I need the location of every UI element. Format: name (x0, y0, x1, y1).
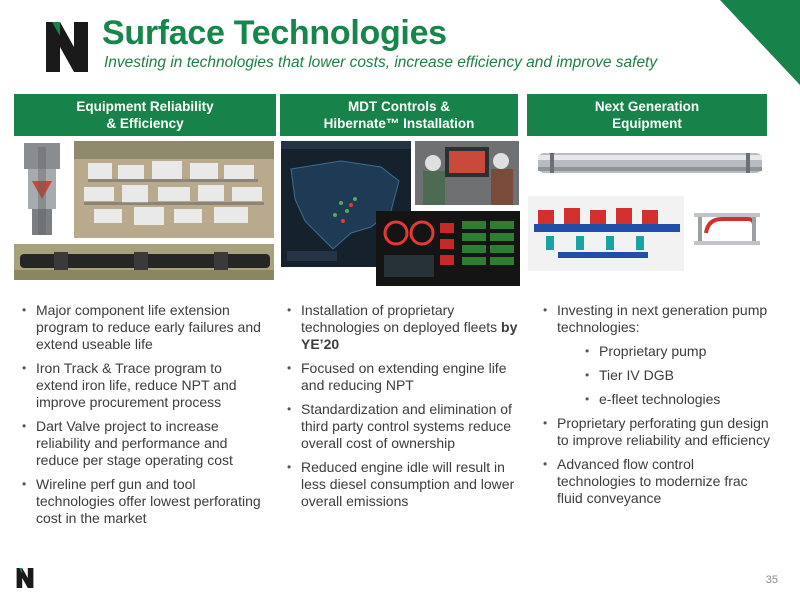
list-item-emphasis: by YE’20 (301, 319, 518, 352)
column-header-label: Next Generation Equipment (594, 99, 700, 131)
crew-monitoring-image (415, 141, 519, 205)
list-item: Major component life extension program t… (22, 302, 262, 353)
list-item: Reduced engine idle will result in less … (287, 459, 519, 510)
sub-list-item: Tier IV DGB (585, 367, 773, 384)
pump-plunger-image (530, 145, 770, 190)
frac-fleet-aerial-image (74, 141, 274, 238)
page-number: 35 (765, 574, 778, 586)
perf-gun-tool-image (14, 244, 274, 280)
sub-list-item: Proprietary pump (585, 343, 773, 360)
list-item-text: Installation of proprietary technologies… (301, 302, 498, 335)
list-item: Proprietary perforating gun design to im… (543, 415, 773, 449)
column-header-label: Equipment Reliability & Efficiency (76, 99, 214, 131)
company-logo (46, 22, 88, 72)
column-header-mdt-controls: MDT Controls & Hibernate™ Installation (280, 94, 518, 136)
reliability-bullet-list: Major component life extension program t… (22, 302, 262, 534)
next-gen-bullet-list: Investing in next generation pump techno… (543, 302, 773, 514)
list-item: Installation of proprietary technologies… (287, 302, 519, 353)
list-item: Iron Track & Trace program to extend iro… (22, 360, 262, 411)
list-item: Investing in next generation pump techno… (543, 302, 773, 336)
column-header-reliability: Equipment Reliability & Efficiency (14, 94, 276, 136)
list-item: Wireline perf gun and tool technologies … (22, 476, 262, 527)
column-header-next-gen: Next Generation Equipment (527, 94, 767, 136)
list-item: Standardization and elimination of third… (287, 401, 519, 452)
footer-logo (16, 568, 34, 588)
slide-subtitle: Investing in technologies that lower cos… (104, 54, 658, 71)
control-panel-image (376, 211, 520, 286)
sub-list-item: e-fleet technologies (585, 391, 773, 408)
column-header-label: MDT Controls & Hibernate™ Installation (323, 99, 475, 131)
slide-title: Surface Technologies (102, 14, 447, 52)
list-item: Advanced flow control technologies to mo… (543, 456, 773, 507)
mdt-controls-bullet-list: Installation of proprietary technologies… (287, 302, 519, 517)
list-item: Focused on extending engine life and red… (287, 360, 519, 394)
flow-manifold-render-image (528, 196, 684, 271)
list-item: Dart Valve project to increase reliabili… (22, 418, 262, 469)
valve-component-image (14, 141, 70, 238)
map-dashboard-image (281, 141, 411, 267)
perforating-gun-render-image (688, 205, 768, 253)
corner-accent (720, 0, 800, 85)
